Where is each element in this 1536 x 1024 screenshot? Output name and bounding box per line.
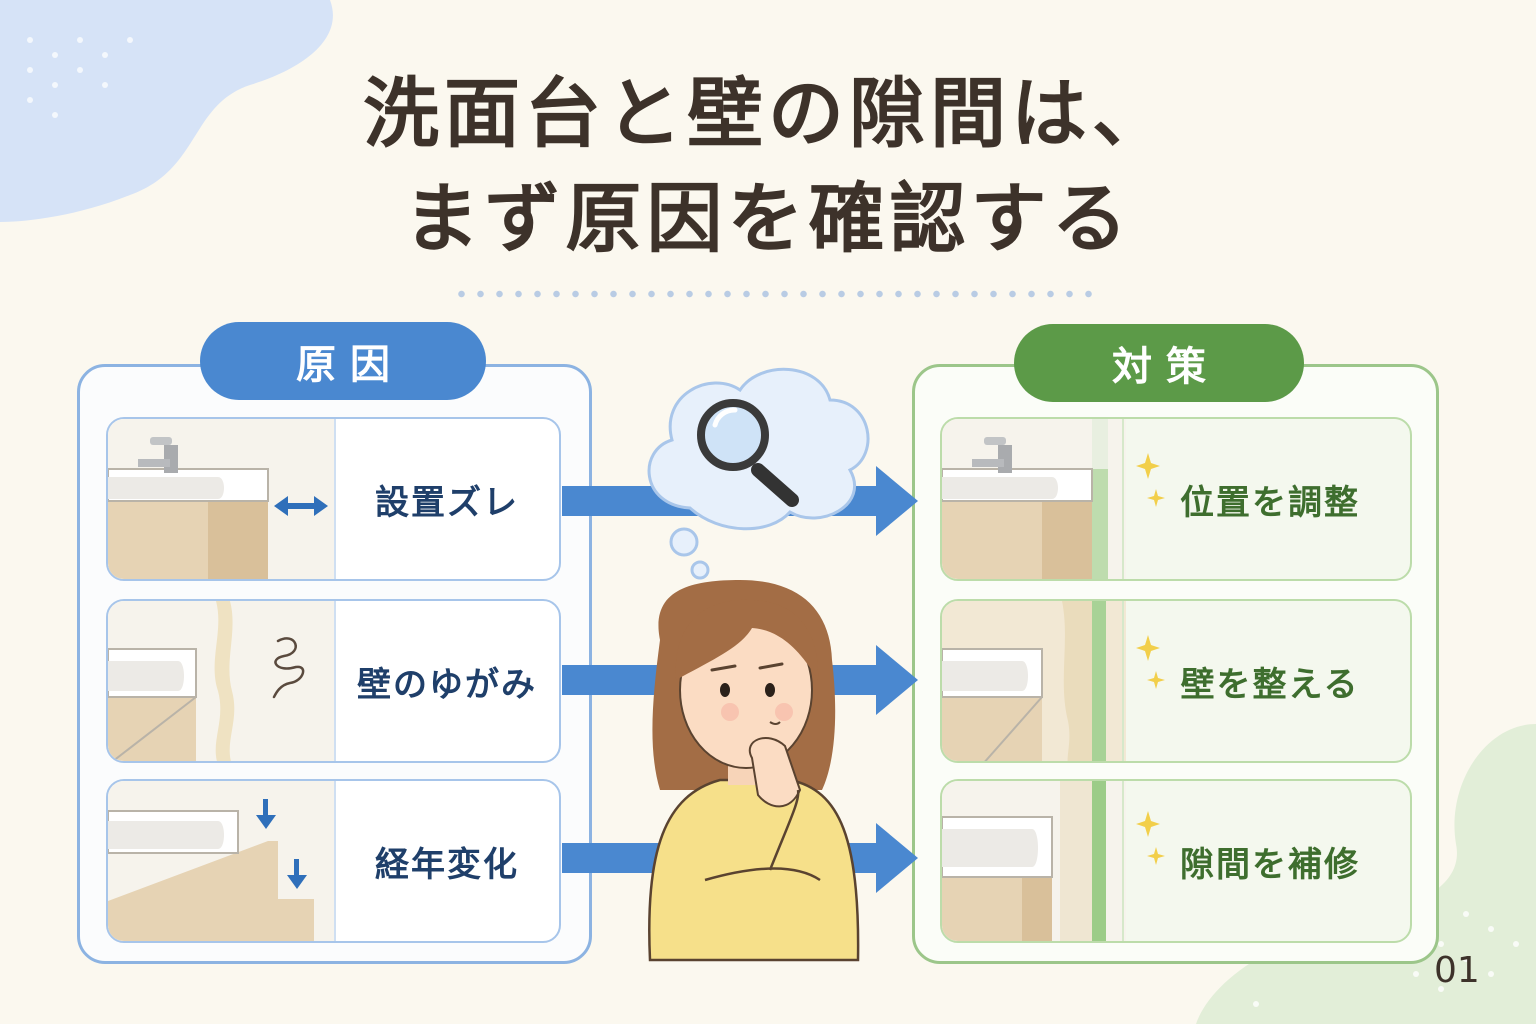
cause-card-divider: [334, 781, 336, 941]
wall-fixed-illustration: [942, 601, 1126, 761]
cause-label-2: 壁のゆがみ: [357, 664, 537, 705]
cause-card-1: 設置ズレ: [106, 417, 561, 581]
adjusted-sink-illustration: [942, 419, 1126, 579]
sparkle-icon: [1136, 811, 1165, 865]
squiggle-icon: [272, 637, 305, 699]
wall-warp-illustration: [108, 601, 334, 761]
double-arrow-icon: [274, 496, 328, 516]
fix-card-divider: [1122, 781, 1124, 941]
cause-heading-pill: 原因: [200, 322, 486, 400]
fix-card-1: 位置を調整: [940, 417, 1412, 581]
gap-sealed-illustration: [942, 781, 1126, 941]
corner-blob-top-left: [0, 0, 333, 222]
cause-label-3: 経年変化: [375, 844, 519, 885]
fix-card-2: 壁を整える: [940, 599, 1412, 763]
cause-label-1: 設置ズレ: [375, 482, 519, 523]
cause-card-3: 経年変化: [106, 779, 561, 943]
settling-illustration: [108, 781, 334, 941]
sparkle-icon: [1136, 453, 1165, 507]
cause-card-2: 壁のゆがみ: [106, 599, 561, 763]
fix-card-divider: [1122, 601, 1124, 761]
sparkle-icon: [1136, 635, 1165, 689]
title-line-1: 洗面台と壁の隙間は、: [363, 69, 1173, 158]
down-arrow-icon: [256, 799, 307, 889]
faucet-icon: [138, 437, 178, 473]
fix-card-3: 隙間を補修: [940, 779, 1412, 943]
fix-heading-pill: 対策: [1014, 324, 1304, 402]
cause-card-divider: [334, 601, 336, 761]
fix-label-3: 隙間を補修: [1180, 844, 1360, 885]
cause-card-divider: [334, 419, 336, 579]
page-title: 洗面台と壁の隙間は、 まず原因を確認する: [0, 62, 1536, 272]
title-line-2: まず原因を確認する: [403, 173, 1133, 263]
page-number: 01: [1434, 950, 1480, 991]
title-dotted-divider: [452, 290, 1102, 298]
fix-label-2: 壁を整える: [1180, 664, 1360, 705]
fix-card-divider: [1122, 419, 1124, 579]
sink-offset-illustration: [108, 419, 334, 579]
faucet-icon: [972, 437, 1012, 473]
fix-label-1: 位置を調整: [1180, 482, 1360, 523]
magnifier-icon: [697, 399, 799, 507]
